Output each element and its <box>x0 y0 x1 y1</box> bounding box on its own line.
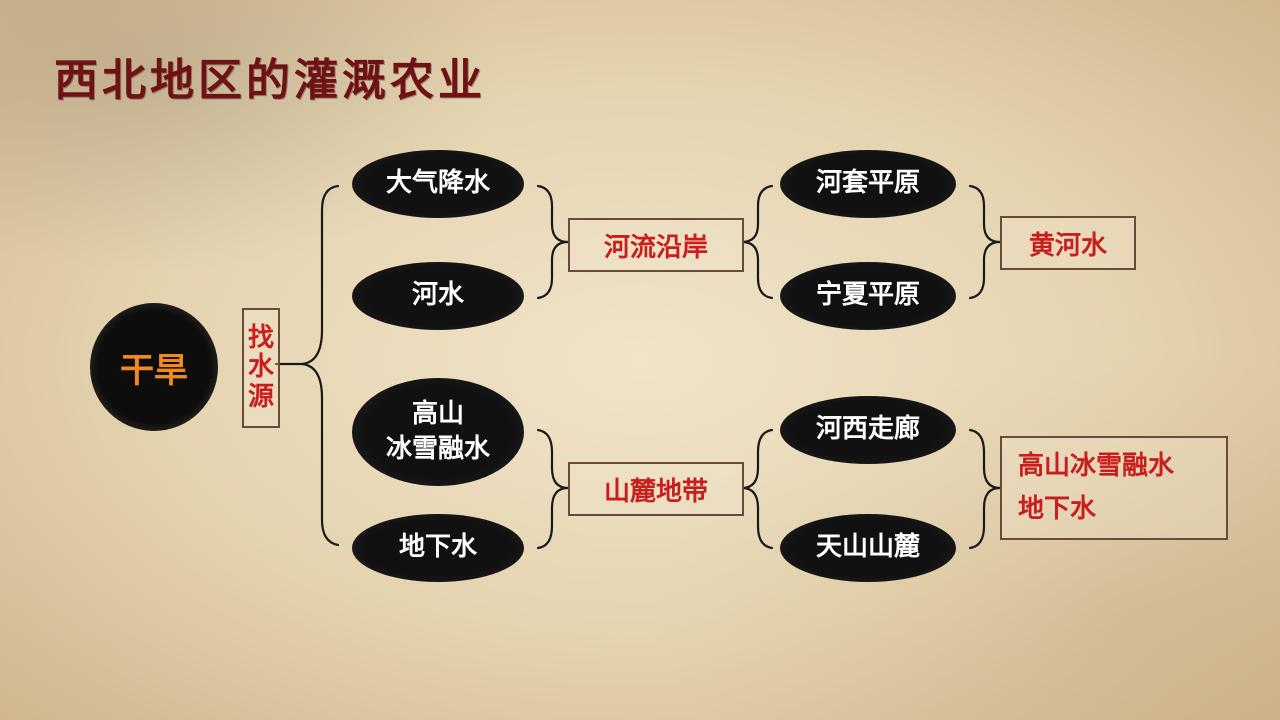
drought-label: 干旱 <box>120 350 188 391</box>
main-bracket <box>301 184 340 547</box>
source-precipitation: 大气降水 <box>352 150 524 218</box>
result-yellow-river-box: 黄河水 <box>1000 216 1136 270</box>
region-tianshan: 天山山麓 <box>780 514 956 582</box>
find-water-char-2: 水 <box>247 352 274 383</box>
source-snowmelt-line2: 冰雪融水 <box>385 434 490 464</box>
bracket-lower-right <box>968 428 1001 550</box>
source-snowmelt: 高山 冰雪融水 <box>352 378 524 486</box>
result-snowmelt-groundwater-box: 高山冰雪融水 地下水 <box>1000 436 1228 540</box>
source-snowmelt-line1: 高山 <box>411 398 464 429</box>
region-ningxia: 宁夏平原 <box>780 262 956 330</box>
source-river: 河水 <box>352 262 524 330</box>
result-groundwater-label: 地下水 <box>1018 494 1097 524</box>
region-hetao: 河套平原 <box>780 150 956 218</box>
zone-riverside-box: 河流沿岸 <box>568 218 744 272</box>
result-yellow-river-label: 黄河水 <box>1028 230 1107 261</box>
zone-riverside-label: 河流沿岸 <box>603 232 708 263</box>
bracket-upper-right <box>968 184 1001 300</box>
source-groundwater-label: 地下水 <box>398 532 477 563</box>
bracket-lower-mid <box>741 428 774 550</box>
source-precipitation-label: 大气降水 <box>385 168 490 199</box>
zone-piedmont-label: 山麓地带 <box>603 476 708 507</box>
region-hexi: 河西走廊 <box>780 396 956 464</box>
bracket-upper-mid <box>741 184 774 300</box>
region-hetao-label: 河套平原 <box>815 168 920 199</box>
find-water-char-1: 找 <box>247 323 274 354</box>
source-groundwater: 地下水 <box>352 514 524 582</box>
drought-circle: 干旱 <box>90 303 218 431</box>
region-hexi-label: 河西走廊 <box>815 414 920 445</box>
region-tianshan-label: 天山山麓 <box>815 532 920 563</box>
zone-piedmont-box: 山麓地带 <box>568 462 744 516</box>
page-title: 西北地区的灌溉农业 <box>54 55 486 106</box>
find-water-box: 找 水 源 <box>242 308 280 428</box>
find-water-char-3: 源 <box>247 381 274 412</box>
result-snowmelt-label: 高山冰雪融水 <box>1018 451 1175 482</box>
bracket-upper-left <box>536 184 569 300</box>
source-river-label: 河水 <box>411 280 464 311</box>
region-ningxia-label: 宁夏平原 <box>815 280 920 311</box>
bracket-lower-left <box>536 428 569 550</box>
